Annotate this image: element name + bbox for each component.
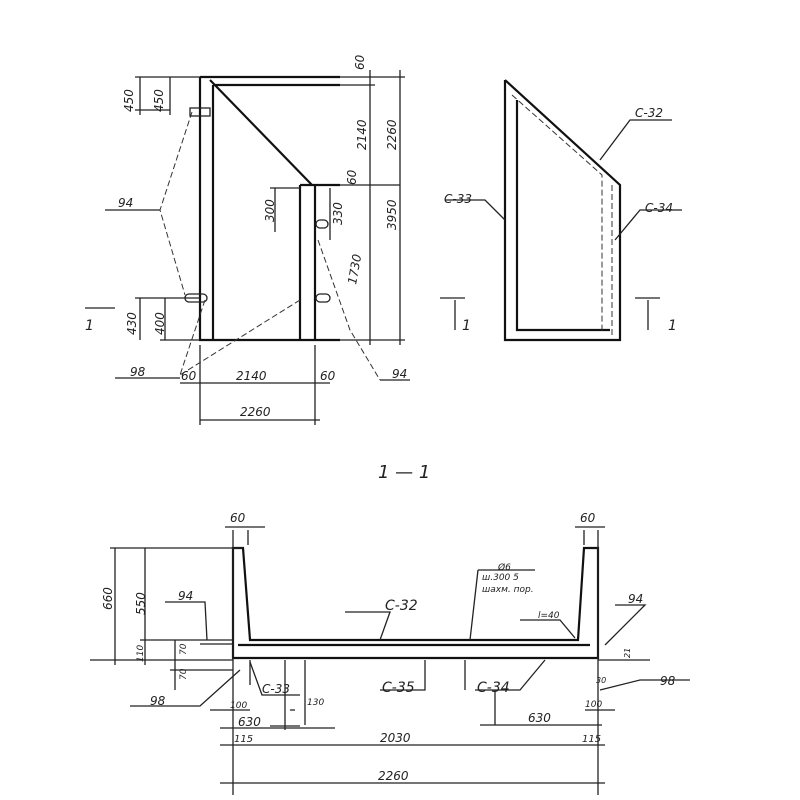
dim-label: 60 <box>181 369 197 383</box>
note-label: шахм. пор. <box>482 585 534 595</box>
dim-label: 630 <box>528 711 551 725</box>
dim-label: 130 <box>307 698 324 708</box>
dim-label: 330 <box>331 202 345 225</box>
dim-label: 70 <box>179 668 189 680</box>
loop-icon <box>184 293 208 303</box>
cut-marker: 1 <box>668 318 677 334</box>
dim-label: 300 <box>263 199 277 222</box>
dim-label: 60 <box>345 169 359 185</box>
side-view: С-32 С-33 С-34 1 1 <box>440 79 682 342</box>
dim-label: 400 <box>153 312 167 335</box>
section-title: 1 — 1 <box>378 462 430 483</box>
note-label: ш.300 5 <box>482 573 519 583</box>
loop-icon <box>315 219 329 229</box>
dim-label: 100 <box>230 701 247 711</box>
rebar-label: С-33 <box>262 682 290 696</box>
dim-label: 115 <box>234 734 253 745</box>
dim-label: 100 <box>585 700 602 710</box>
rebar-label: С-32 <box>385 598 418 614</box>
dim-label: 2260 <box>385 119 399 150</box>
loop-icon <box>315 293 331 303</box>
rebar-label: С-34 <box>645 201 673 215</box>
mark-label: 98 <box>130 365 146 379</box>
dim-label: 430 <box>125 312 139 335</box>
dim-label: 60 <box>230 511 246 525</box>
section-view: 60 60 660 550 110 70 70 94 94 С-32 Ø6 ш.… <box>90 511 690 795</box>
dim-label: 660 <box>101 587 115 610</box>
dim-label: 115 <box>582 734 601 745</box>
dim-label: 630 <box>238 715 261 729</box>
rebar-label: С-33 <box>444 192 472 206</box>
dim-label: 2260 <box>378 769 409 783</box>
note-label: Ø6 <box>497 562 511 573</box>
dim-label: 3950 <box>385 199 399 230</box>
dim-label: 30 <box>596 676 606 685</box>
cut-marker: 1 <box>462 318 471 334</box>
mark-label: 94 <box>178 589 193 603</box>
dim-label: 550 <box>134 592 148 615</box>
mark-label: 98 <box>660 674 676 688</box>
dim-label: 110 <box>136 645 146 662</box>
rebar-label: С-32 <box>635 106 663 120</box>
cut-marker: 1 <box>85 318 94 334</box>
dim-label: 450 <box>152 89 166 112</box>
dim-label: 60 <box>353 54 367 70</box>
dim-label: 60 <box>580 511 596 525</box>
dim-label: 70 <box>179 643 189 655</box>
plan-view: 60 450 450 2140 2260 3950 60 300 330 173… <box>85 54 410 425</box>
dim-label: 21 <box>623 648 632 658</box>
rebar-label: С-34 <box>477 680 510 696</box>
dim-label: 2140 <box>236 369 267 383</box>
dim-label: 60 <box>320 369 336 383</box>
note-label: l=40 <box>538 611 560 621</box>
mark-label: 94 <box>628 592 643 606</box>
mark-label: 94 <box>392 367 407 381</box>
mark-label: 98 <box>150 694 166 708</box>
rebar-label: С-35 <box>382 680 415 696</box>
loop-icon <box>189 107 211 117</box>
dim-label: 2260 <box>240 405 271 419</box>
dim-label: 2140 <box>355 119 369 150</box>
dim-label: 450 <box>122 89 136 112</box>
mark-label: 94 <box>118 196 133 210</box>
dim-label: 2030 <box>380 731 411 745</box>
dim-label: 1730 <box>345 253 364 286</box>
